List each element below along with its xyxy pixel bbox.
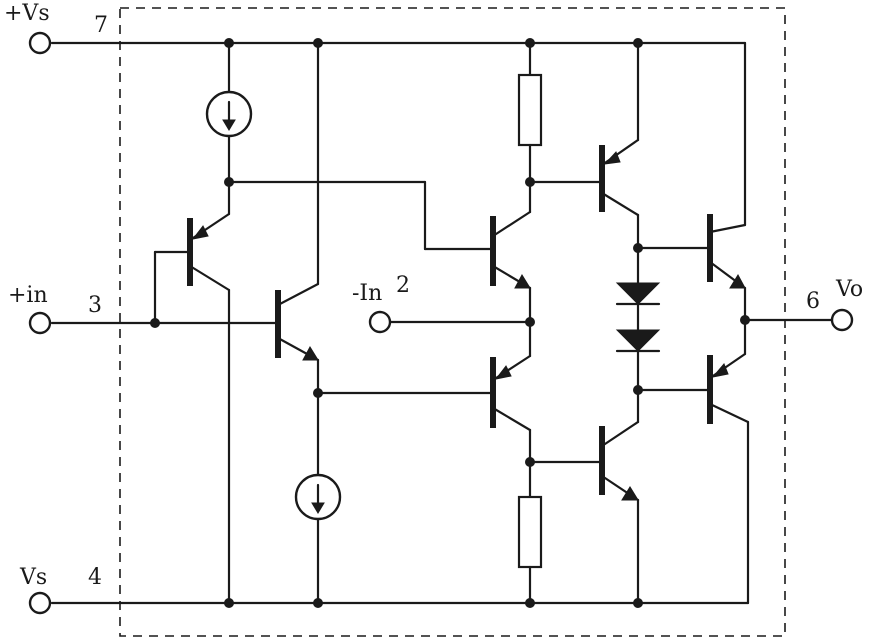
current-source-top <box>205 41 253 184</box>
label-in-neg: -In <box>352 281 382 306</box>
label-pin-3: 3 <box>88 293 102 318</box>
transistor-q4 <box>490 320 532 464</box>
transistor-q8 <box>707 318 750 424</box>
resistor-lower <box>517 460 602 605</box>
transistor-q5 <box>599 41 640 250</box>
negative-rail <box>50 420 750 605</box>
label-pin-2: 2 <box>396 273 410 298</box>
resistor-upper <box>517 41 602 184</box>
positive-rail <box>50 41 747 227</box>
terminal-vs-neg[interactable] <box>28 591 52 615</box>
output-bias-lines <box>636 246 710 392</box>
terminal-in-pos[interactable] <box>28 311 52 335</box>
label-out: Vo <box>835 277 863 302</box>
label-pin-7: 7 <box>94 13 108 38</box>
transistor-q6 <box>599 388 640 605</box>
terminal-out[interactable] <box>830 308 854 332</box>
transistor-q3 <box>490 180 532 324</box>
transistor-q1 <box>153 180 231 605</box>
current-source-bottom <box>294 473 342 605</box>
junction-dots <box>150 38 750 608</box>
label-pin-6: 6 <box>806 289 820 314</box>
label-vs-pos: +Vs <box>4 1 50 26</box>
terminal-vs-pos[interactable] <box>28 31 52 55</box>
transistor-q7 <box>707 214 747 322</box>
label-vs-neg: Vs <box>19 565 47 590</box>
transistor-q2 <box>275 41 320 395</box>
bias-line-lower <box>316 391 492 477</box>
label-in-pos: +in <box>8 283 48 308</box>
bias-line-upper <box>227 180 492 251</box>
diode-stack <box>615 246 661 392</box>
package-boundary <box>119 7 786 637</box>
label-pin-4: 4 <box>88 565 102 590</box>
terminal-in-neg[interactable] <box>368 310 392 334</box>
